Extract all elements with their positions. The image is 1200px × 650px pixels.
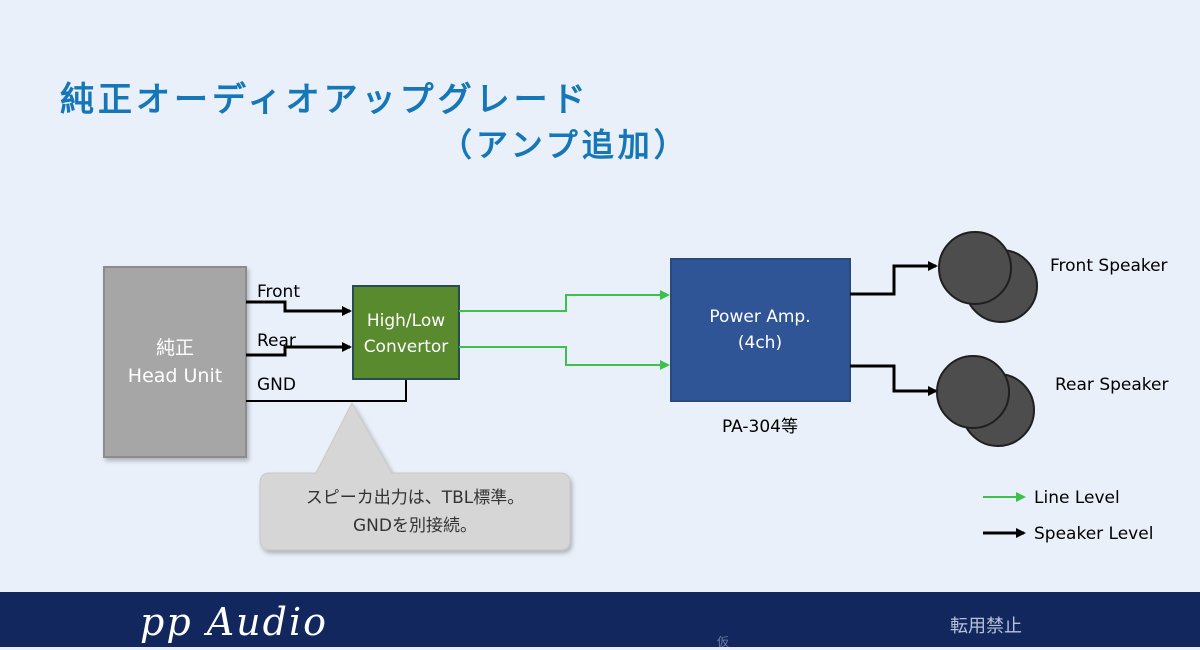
callout-bubble: スピーカ出力は、TBL標準。 GNDを別接続。 <box>259 401 571 551</box>
rear-speaker-icon <box>936 355 1035 447</box>
head-unit-label-2: Head Unit <box>128 365 222 387</box>
front-wire <box>246 300 352 316</box>
rear-speaker-label: Rear Speaker <box>1055 375 1168 395</box>
amp-label-1: Power Amp. <box>709 307 810 327</box>
amp-model-label: PA-304等 <box>722 417 798 437</box>
callout-text-2: GNDを別接続。 <box>353 516 477 536</box>
front-speaker-label: Front Speaker <box>1050 256 1168 276</box>
brand-logo: pp Audio <box>140 600 329 644</box>
rear-label: Rear <box>257 331 296 351</box>
callout-text-1: スピーカ出力は、TBL標準。 <box>306 488 525 508</box>
page-subtitle: （アンプ追加） <box>440 126 690 164</box>
converter-box: High/Low Convertor <box>352 285 460 380</box>
head-unit-box: 純正 Head Unit <box>103 266 247 458</box>
amp-label-2: (4ch) <box>738 333 782 353</box>
legend-speaker-level-label: Speaker Level <box>1034 524 1153 544</box>
rear-wire <box>246 342 352 357</box>
draft-mark: 仮 <box>717 635 730 649</box>
line-level-wire-rear <box>459 346 670 370</box>
footer-bar <box>0 592 1200 647</box>
gnd-label: GND <box>257 375 296 395</box>
legend: Line Level Speaker Level <box>983 488 1153 544</box>
restricted-notice: 転用禁止 <box>950 616 1022 637</box>
front-speaker-icon <box>938 231 1038 323</box>
front-speaker-wire <box>850 261 938 296</box>
line-level-wire-front <box>459 290 670 312</box>
converter-label-1: High/Low <box>367 311 445 331</box>
page-title: 純正オーディオアップグレード <box>60 80 590 120</box>
wiring-diagram: 純正 Head Unit Front Rear GND High/Low Con… <box>103 231 1168 551</box>
power-amp-box: Power Amp. (4ch) <box>670 258 851 402</box>
legend-line-level-label: Line Level <box>1034 488 1120 508</box>
converter-label-2: Convertor <box>364 337 449 357</box>
gnd-wire <box>246 379 407 402</box>
rear-speaker-wire <box>850 364 938 396</box>
front-label: Front <box>257 282 300 302</box>
head-unit-label-1: 純正 <box>156 337 194 359</box>
